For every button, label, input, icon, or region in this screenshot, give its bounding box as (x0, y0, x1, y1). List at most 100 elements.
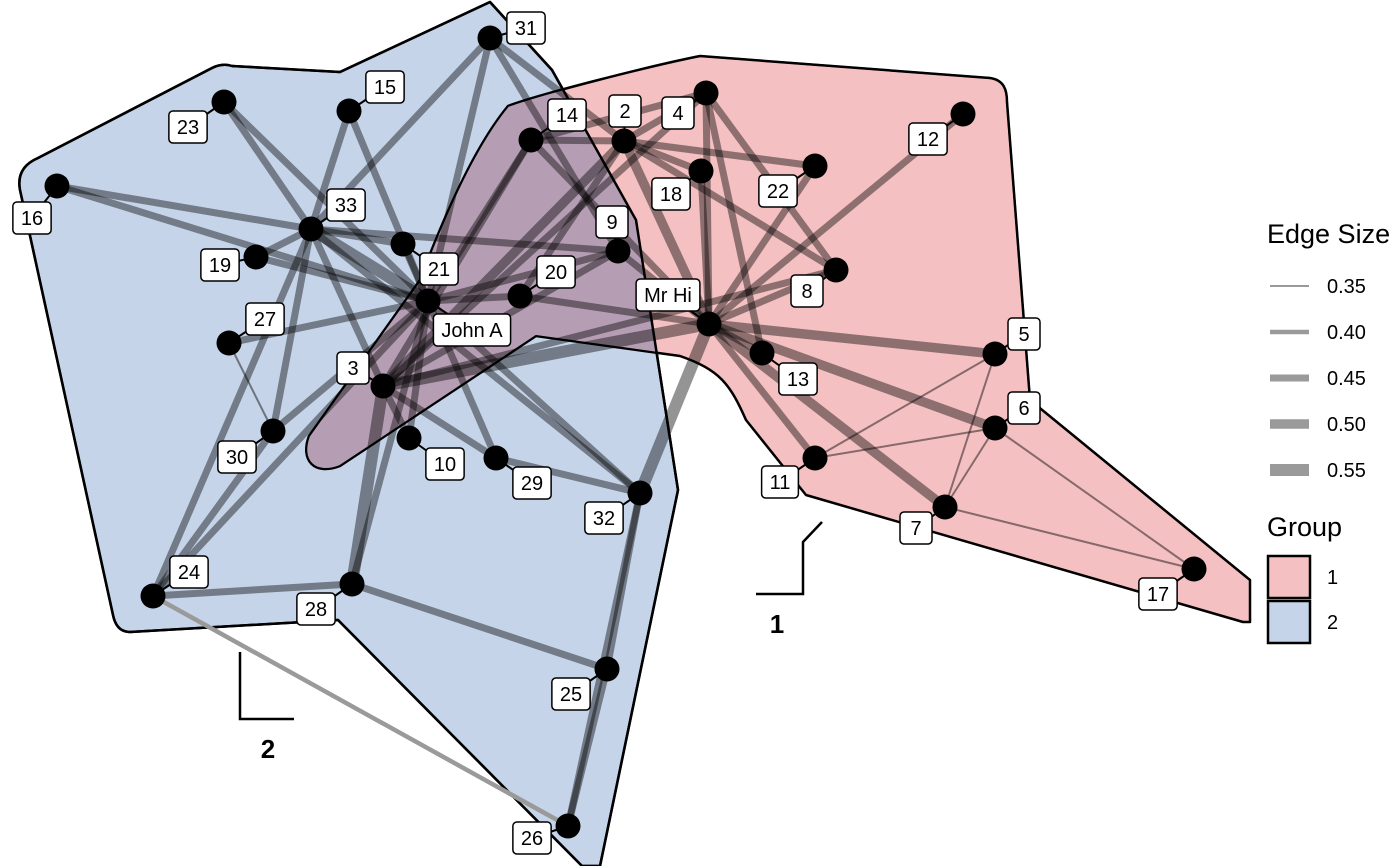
edge-27-john-a (228, 297, 429, 347)
node-28[interactable] (339, 571, 365, 597)
edge-20-john-a (427, 292, 521, 305)
node-21[interactable] (390, 231, 416, 257)
edge-2-31 (487, 35, 627, 144)
legend-edge-size-label: 0.55 (1327, 460, 1366, 482)
node-label-box (651, 177, 691, 211)
node-25[interactable] (594, 656, 620, 682)
node-label-text: 29 (521, 473, 543, 495)
edge-2-22 (623, 137, 816, 170)
node-30[interactable] (260, 418, 286, 444)
edge-25-32 (603, 492, 644, 670)
node-label-text: 15 (374, 77, 396, 99)
node-19[interactable] (243, 244, 269, 270)
legend-edge-size-item: 0.35 (1270, 276, 1366, 298)
node-label-3: 3 (336, 351, 370, 385)
node-label-box (584, 501, 624, 535)
node-john-a[interactable] (415, 288, 441, 314)
node-26[interactable] (555, 813, 581, 839)
node-label-text: 9 (606, 212, 617, 234)
node-27[interactable] (216, 330, 242, 356)
node-5[interactable] (982, 341, 1008, 367)
legend-group-item: 2 (1266, 599, 1338, 645)
node-label-text: 2 (619, 101, 630, 123)
node-3[interactable] (370, 373, 396, 399)
node-label-text: 18 (660, 184, 682, 206)
edge-24-28 (152, 580, 353, 600)
edge-15-john-a (345, 109, 432, 303)
node-31[interactable] (477, 25, 503, 51)
node-18[interactable] (688, 158, 714, 184)
node-label-box (778, 362, 818, 396)
node-6[interactable] (982, 415, 1008, 441)
node-14[interactable] (518, 127, 544, 153)
node-label-text: Mr Hi (644, 285, 692, 307)
legend-edge-size-title: Edge Size (1267, 219, 1390, 249)
legend-edge-size-item: 0.55 (1270, 460, 1366, 482)
edge-5-11 (814, 353, 996, 459)
node-label-11: 11 (760, 465, 800, 499)
node-2[interactable] (611, 128, 637, 154)
legend-group-title: Group (1267, 512, 1342, 542)
node-13[interactable] (749, 340, 775, 366)
node-label-25: 25 (551, 677, 591, 711)
edge-mr-hi-5 (708, 319, 996, 359)
node-20[interactable] (507, 283, 533, 309)
node-4[interactable] (693, 80, 719, 106)
node-label-box (512, 821, 552, 855)
node-label-box (1007, 317, 1041, 351)
legend-edge-size-label: 0.45 (1327, 368, 1366, 390)
node-11[interactable] (802, 445, 828, 471)
edge-4-13 (702, 92, 766, 354)
node-label-box (908, 122, 948, 156)
edge-30-33 (269, 228, 315, 432)
edge-mr-hi-18 (697, 170, 713, 325)
node-9[interactable] (605, 238, 631, 264)
node-label-text: 27 (254, 309, 276, 331)
node-label-box (296, 592, 336, 626)
node-label-10: 10 (425, 447, 465, 481)
node-23[interactable] (211, 89, 237, 115)
node-10[interactable] (396, 425, 422, 451)
group-label-text: 2 (261, 734, 275, 764)
edge-3-29 (381, 383, 498, 461)
node-label-14: 14 (547, 98, 587, 132)
node-label-text: 23 (177, 117, 199, 139)
group-hulls (18, 0, 1252, 866)
node-label-text: John A (441, 320, 503, 342)
node-label-box (758, 174, 798, 208)
node-label-box (899, 511, 933, 545)
edge-6-7 (944, 427, 996, 508)
edge-2-14 (530, 136, 625, 145)
node-label-30: 30 (217, 440, 257, 474)
node-24[interactable] (140, 583, 166, 609)
hull-group-2-outline (18, 0, 680, 866)
edge-6-11 (814, 427, 996, 459)
node-label-box (536, 255, 576, 289)
node-15[interactable] (336, 98, 362, 124)
node-7[interactable] (932, 494, 958, 520)
group-label-1: 1 (756, 521, 823, 639)
node-label-text: 13 (787, 369, 809, 391)
edge-mr-hi-20 (519, 292, 710, 328)
edge-19-john-a (255, 253, 429, 305)
node-mr-hi[interactable] (696, 311, 722, 337)
node-16[interactable] (44, 173, 70, 199)
edge-16-33 (56, 182, 312, 233)
node-29[interactable] (483, 445, 509, 471)
legend-group-item: 1 (1266, 554, 1338, 600)
node-12[interactable] (950, 101, 976, 127)
node-8[interactable] (823, 257, 849, 283)
node-32[interactable] (627, 480, 653, 506)
node-label-12: 12 (908, 122, 948, 156)
node-17[interactable] (1181, 556, 1207, 582)
node-label-19: 19 (200, 248, 240, 282)
edge-10-john-a (405, 300, 432, 439)
node-label-13: 13 (778, 362, 818, 396)
node-label-text: 31 (515, 18, 537, 40)
edge-mr-hi-3 (381, 318, 711, 392)
node-22[interactable] (802, 153, 828, 179)
node-label-box (512, 466, 552, 500)
node-label-text: 33 (335, 195, 357, 217)
node-33[interactable] (298, 216, 324, 242)
edge-23-33 (221, 100, 314, 231)
